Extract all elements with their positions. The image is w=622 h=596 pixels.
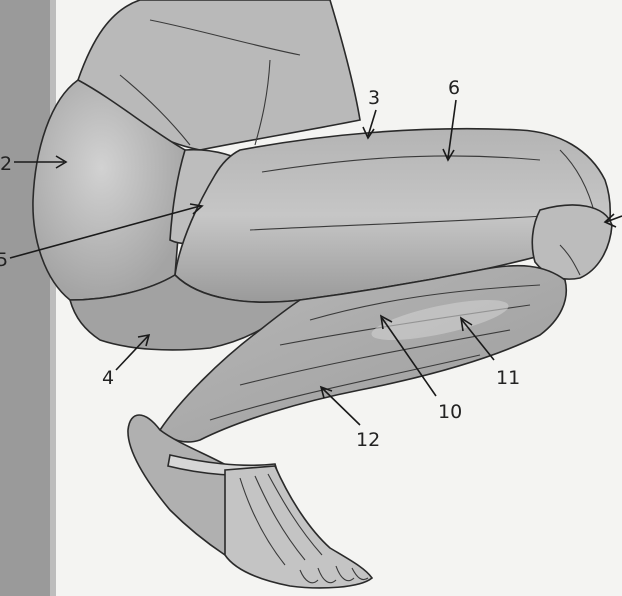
label-2: 2 [0,153,12,175]
knee-region [532,205,612,279]
label-3: 3 [368,87,380,109]
label-5: 5 [0,249,8,271]
label-10: 10 [438,401,462,423]
foot [225,466,372,588]
label-12: 12 [356,429,380,451]
label-6: 6 [448,77,460,99]
label-11: 11 [496,367,520,389]
wall-edge [50,0,56,596]
wall-strip [0,0,52,596]
label-4: 4 [102,367,114,389]
